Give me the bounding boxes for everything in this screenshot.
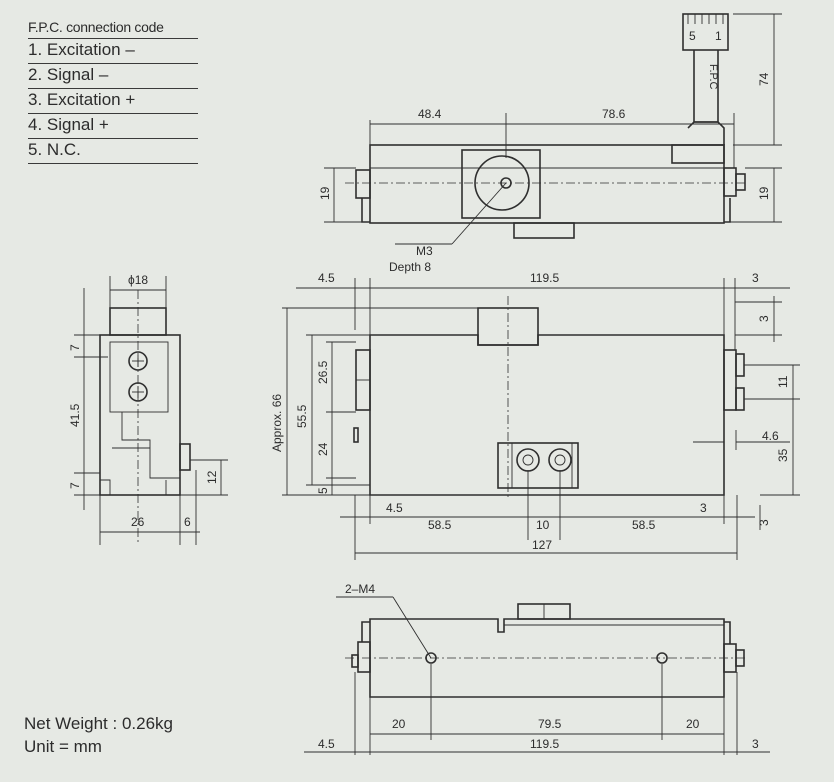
side-screw-2 [128, 382, 148, 402]
legend-item-2: 2. Signal – [28, 63, 198, 88]
dim-78-6: 78.6 [602, 107, 626, 121]
legend-item-1: 1. Excitation – [28, 38, 198, 63]
net-weight-note: Net Weight : 0.26kg [24, 714, 173, 733]
dim-119-5-top: 119.5 [530, 271, 559, 285]
dim-10: 10 [536, 518, 550, 532]
dim-41-5: 41.5 [68, 403, 82, 427]
callout-depth-8: Depth 8 [389, 260, 431, 274]
front-right-screws [723, 349, 737, 411]
top-view: 5 1 F.P.C 48.4 78.6 74 19 19 M3 Depth 8 [318, 13, 782, 274]
side-body [99, 334, 181, 496]
dim-6: 6 [184, 515, 191, 529]
side-adjust-screw [179, 443, 191, 471]
bottom-view-body [369, 618, 725, 698]
dim-74: 74 [757, 72, 771, 86]
side-screw-1 [128, 351, 148, 371]
front-view: 4.5 119.5 3 3 11 4.6 35 Approx. 66 55.5 … [270, 271, 800, 560]
dim-4-5-bottom: 4.5 [386, 501, 403, 515]
dim-5: 5 [316, 487, 330, 494]
dim-11: 11 [776, 375, 790, 388]
bottom-left-screw [357, 641, 371, 673]
dim-3-right: 3 [757, 315, 771, 322]
side-view: ϕ18 7 41.5 7 12 26 6 [68, 273, 228, 545]
dim-4-6: 4.6 [762, 429, 779, 443]
legend-item-5: 5. N.C. [28, 138, 198, 164]
drawing-notes: Net Weight : 0.26kg Unit = mm [24, 712, 173, 758]
dim-approx-66: Approx. 66 [270, 394, 284, 452]
top-right-screw-body [723, 167, 737, 197]
dim-26: 26 [131, 515, 145, 529]
top-left-screw [355, 169, 371, 199]
legend-item-3: 3. Excitation + [28, 88, 198, 113]
fpc-connector [682, 13, 729, 51]
dim-79-5: 79.5 [538, 717, 562, 731]
bottom-view: 2–M4 20 79.5 20 4.5 119.5 3 [304, 582, 770, 755]
m4-hole-right [656, 652, 668, 664]
unit-note: Unit = mm [24, 737, 102, 756]
dim-58-5-right: 58.5 [632, 518, 656, 532]
dim-3: 3 [752, 737, 759, 751]
legend-item-4: 4. Signal + [28, 113, 198, 138]
dim-58-5-left: 58.5 [428, 518, 452, 532]
dim-7-top: 7 [68, 344, 82, 351]
callout-2-m4: 2–M4 [345, 582, 375, 596]
top-connector [513, 222, 575, 239]
dim-7-bottom: 7 [68, 482, 82, 489]
top-right-screw-head [735, 173, 746, 191]
front-terminal-right [548, 448, 572, 472]
side-terminal-block [109, 341, 169, 413]
dim-3-top: 3 [752, 271, 759, 285]
m4-hole-left [425, 652, 437, 664]
top-left-bracket [361, 198, 370, 223]
fpc-label: F.P.C [707, 64, 719, 90]
front-view-body [369, 334, 725, 496]
dim-20-left: 20 [392, 717, 406, 731]
m3-hole [500, 177, 512, 189]
connection-code-legend: F.P.C. connection code 1. Excitation – 2… [28, 19, 198, 164]
dim-phi18: ϕ18 [128, 273, 148, 287]
dim-19-left: 19 [318, 186, 332, 200]
fpc-base [671, 144, 725, 164]
dim-3-bottom: 3 [700, 501, 707, 515]
fpc-pin-1-label: 1 [715, 29, 722, 43]
dim-35: 35 [776, 448, 790, 462]
dim-26-5: 26.5 [316, 360, 330, 384]
fpc-bend [687, 121, 725, 145]
mount-boss [474, 155, 530, 211]
dim-4-5-top: 4.5 [318, 271, 335, 285]
fpc-pin-5-label: 5 [689, 29, 696, 43]
top-view-body [369, 144, 725, 224]
top-right-bracket [724, 198, 731, 223]
legend-title: F.P.C. connection code [28, 19, 164, 35]
dim-127: 127 [532, 538, 552, 552]
front-terminal-left [516, 448, 540, 472]
dim-24: 24 [316, 442, 330, 456]
dim-3-right-bottom: 3 [757, 519, 771, 526]
dim-119-5: 119.5 [530, 737, 559, 751]
side-lever [121, 412, 180, 479]
mount-block [461, 149, 541, 219]
callout-m3: M3 [416, 244, 433, 258]
dim-12: 12 [205, 470, 219, 484]
dim-55-5: 55.5 [295, 404, 309, 428]
dim-4-5: 4.5 [318, 737, 335, 751]
dim-19-right: 19 [757, 186, 771, 200]
dim-20-right: 20 [686, 717, 700, 731]
dim-48-4: 48.4 [418, 107, 442, 121]
